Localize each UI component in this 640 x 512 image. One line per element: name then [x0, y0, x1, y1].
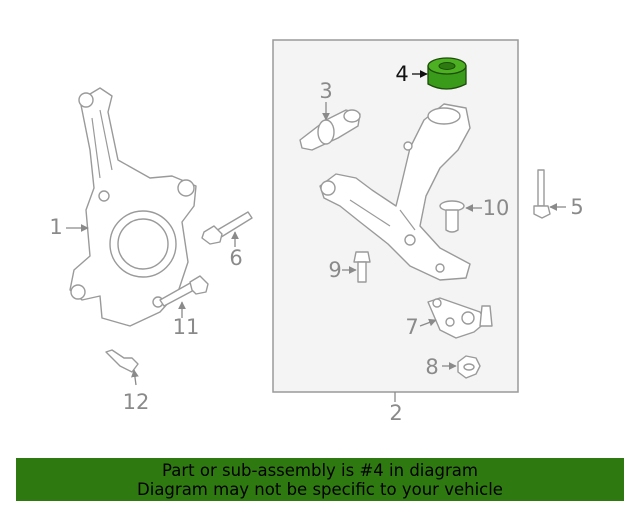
clip-12 [105, 349, 139, 373]
ball-joint [427, 297, 493, 339]
callout-11: 11 [173, 315, 200, 339]
callout-3: 3 [319, 79, 332, 103]
steering-knuckle [69, 87, 197, 327]
pin-10 [439, 200, 465, 233]
callout-5: 5 [570, 195, 583, 219]
bolt-9 [353, 251, 371, 283]
info-banner: Part or sub-assembly is #4 in diagram Di… [16, 458, 624, 501]
callout-7: 7 [405, 315, 418, 339]
callout-8: 8 [425, 355, 438, 379]
callout-6: 6 [229, 246, 242, 270]
callout-2: 2 [389, 401, 402, 425]
callout-12: 12 [123, 390, 150, 414]
bolt-6 [201, 211, 253, 245]
callout-4: 4 [395, 62, 408, 86]
lower-control-arm [319, 103, 471, 281]
bushing-highlighted [427, 57, 467, 90]
callout-1: 1 [49, 215, 62, 239]
bolt-11 [159, 275, 209, 307]
bushing-bracket [299, 109, 361, 151]
callout-9: 9 [328, 258, 341, 282]
callout-10: 10 [483, 196, 510, 220]
banner-line-2: Diagram may not be specific to your vehi… [137, 480, 503, 499]
parts-diagram: 1 2 3 4 5 6 7 8 9 10 11 12 [49, 39, 584, 425]
bolt-5 [533, 169, 551, 219]
banner-line-1: Part or sub-assembly is #4 in diagram [162, 461, 478, 480]
nut-8 [457, 355, 481, 379]
